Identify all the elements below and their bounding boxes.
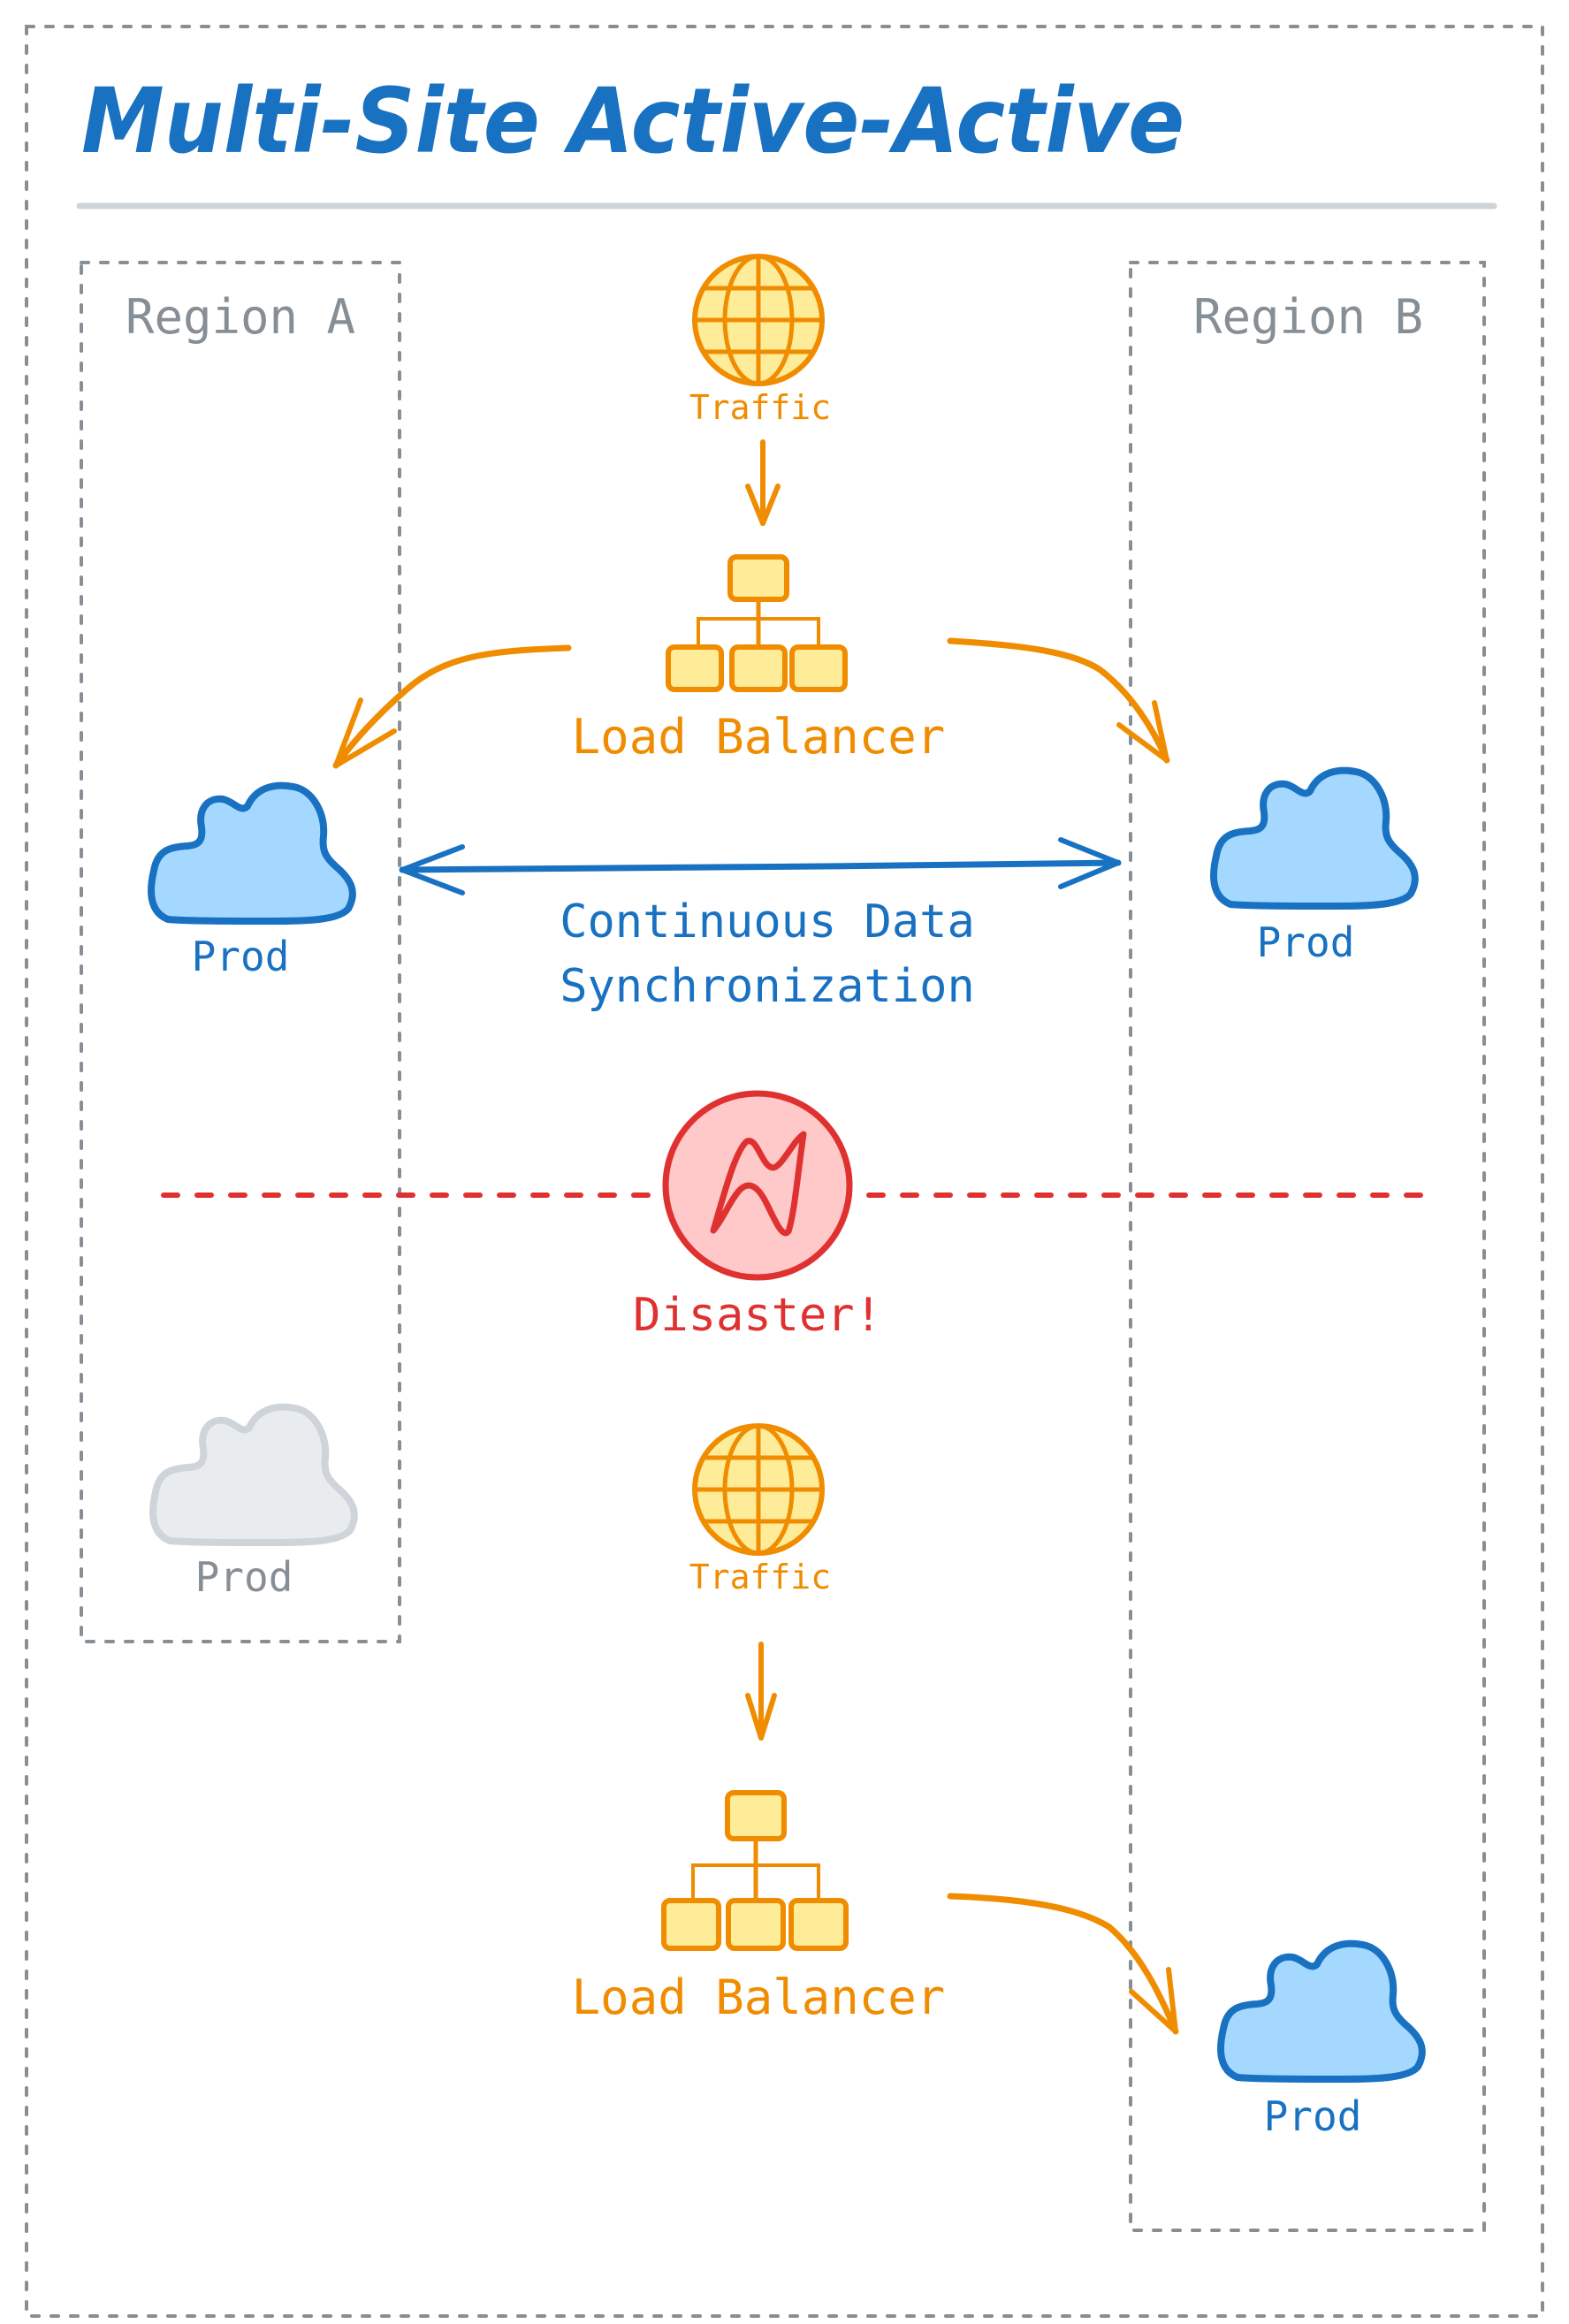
load-balancer-label: Load Balancer bbox=[572, 709, 946, 765]
prod-a-failed-label: Prod bbox=[195, 1553, 293, 1601]
prod-a-cloud-icon bbox=[151, 786, 353, 921]
region-b-label: Region B bbox=[1193, 289, 1423, 345]
page-title: Multi-Site Active-Active bbox=[81, 69, 1184, 174]
region-a: Region A bbox=[80, 261, 401, 1643]
prod-b-label: Prod bbox=[1257, 918, 1355, 966]
lb-to-region-b-arrow-after bbox=[947, 1893, 1179, 2035]
traffic-to-lb-arrow-after bbox=[745, 1642, 777, 1741]
prod-b-label-after: Prod bbox=[1264, 2092, 1362, 2140]
hierarchy-icon bbox=[666, 554, 848, 692]
lightning-icon bbox=[662, 1090, 853, 1281]
prod-b-cloud-icon bbox=[1214, 771, 1415, 906]
lb-to-region-a-arrow bbox=[332, 644, 572, 769]
globe-icon bbox=[692, 1423, 825, 1556]
globe-icon bbox=[692, 254, 825, 386]
region-a-label: Region A bbox=[126, 289, 355, 345]
sync-label-line2: Synchronization bbox=[560, 960, 975, 1013]
prod-a-failed-cloud-icon bbox=[153, 1407, 354, 1543]
traffic-label: Traffic bbox=[689, 388, 831, 427]
outer-frame bbox=[25, 25, 1544, 2318]
hierarchy-icon bbox=[661, 1790, 849, 1951]
load-balancer-label-after: Load Balancer bbox=[572, 1970, 946, 2025]
traffic-to-lb-arrow bbox=[745, 439, 781, 526]
disaster-label: Disaster! bbox=[633, 1289, 882, 1342]
prod-a-label: Prod bbox=[192, 933, 290, 980]
region-b-border bbox=[1129, 261, 1486, 2232]
prod-b-cloud-icon-after bbox=[1221, 1944, 1422, 2079]
region-a-border bbox=[80, 261, 401, 1643]
sync-double-arrow bbox=[399, 837, 1122, 895]
region-b: Region B bbox=[1129, 261, 1486, 2232]
traffic-label-after: Traffic bbox=[689, 1558, 831, 1596]
lb-to-region-b-arrow bbox=[947, 637, 1170, 764]
sync-label-line1: Continuous Data bbox=[560, 895, 975, 949]
